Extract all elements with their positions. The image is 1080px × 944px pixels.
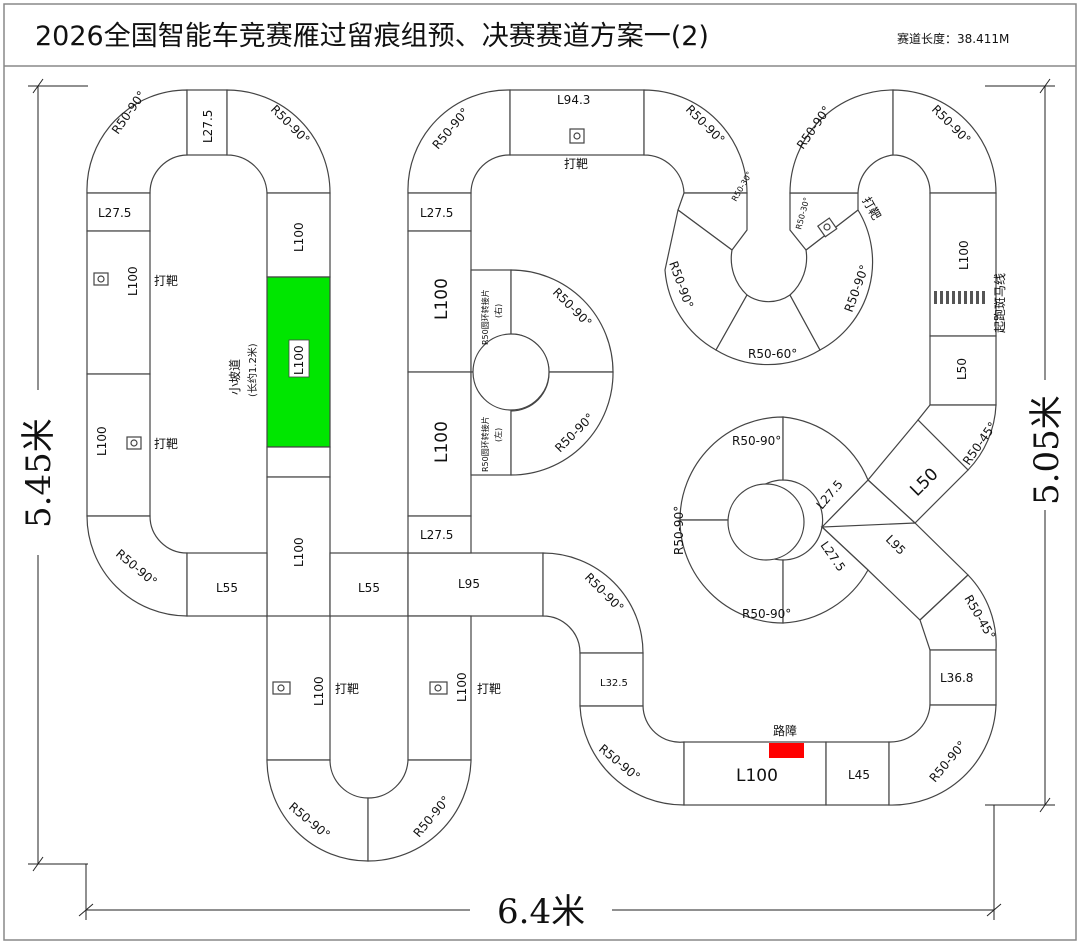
label-l100-v2: L100 [455, 672, 469, 702]
label-l100-bottom: L100 [292, 537, 306, 567]
label-l36-8: L36.8 [940, 671, 973, 685]
label-l100-top: L100 [292, 222, 306, 252]
track-piece-l100-start [929, 192, 997, 337]
dimension-height-right-label: 5.05米 [1027, 395, 1067, 505]
label-l100-b: L100 [95, 426, 109, 456]
circle-bottom [782, 525, 869, 624]
target-icon-3 [569, 128, 585, 144]
start-zebra [934, 291, 985, 304]
label-obstacle: 路障 [773, 723, 797, 738]
diagram-title: 2026全国智能车竞赛雁过留痕组预、决赛赛道方案一(2) [35, 21, 709, 52]
label-l100-v1: L100 [312, 676, 326, 706]
track-piece-rs-bottom [579, 705, 685, 806]
label-l100-start: L100 [957, 240, 971, 270]
track-piece-s-right [789, 209, 874, 351]
target-icon-2 [126, 436, 142, 450]
track-piece-l36-8 [929, 649, 997, 706]
track-length: 赛道长度：38.411M [897, 31, 1009, 46]
label-l27-5-b: L27.5 [420, 206, 453, 220]
target-icon-4 [816, 217, 838, 238]
track-piece-l27-5-b [407, 192, 472, 232]
track-piece-rs-top [542, 552, 644, 654]
track-piece-ramp-tail [266, 446, 331, 478]
track-piece-l27-5 [86, 192, 151, 232]
track-piece-tl-left [86, 89, 188, 194]
label-target-3: 打靶 [564, 157, 588, 171]
label-l55-b: L55 [358, 581, 380, 595]
track-piece-bl-corner [86, 515, 188, 617]
track-piece-l100-bottom [266, 476, 331, 618]
target-icon-6 [429, 681, 448, 695]
label-l100-ramp: L100 [292, 345, 306, 375]
track-piece-l95 [407, 552, 544, 617]
label-l100-c: L100 [432, 278, 452, 320]
track-piece-l100-a [86, 230, 151, 375]
label-l55-a: L55 [216, 581, 238, 595]
dimension-width [78, 805, 1002, 920]
label-target-5: 打靶 [335, 682, 359, 696]
ramp-label-box [288, 339, 310, 378]
label-l32-5: L32.5 [600, 678, 628, 689]
label-ring-entry-bot-sub: (左) [493, 428, 503, 442]
dimension-height-left-label: 5.45米 [19, 418, 59, 528]
track-piece-tm-right [643, 89, 748, 194]
label-ramp-sub: (长约1.2米) [246, 343, 259, 397]
track-piece-tm-straight [509, 89, 645, 156]
track-piece-tr-right [892, 89, 997, 194]
label-ring-entry-top-sub: (右) [493, 304, 503, 318]
dimension-width-label: 6.4米 [497, 892, 585, 932]
label-ramp: 小坡道 [228, 359, 242, 395]
label-ring-entry-bot: R50圆环转接片 [480, 416, 490, 472]
track-piece-tl-straight [186, 89, 228, 156]
label-l45: L45 [848, 768, 870, 782]
label-ring-entry-top: R50圆环转接片 [480, 289, 490, 345]
label-circ-bottom: R50-90° [742, 607, 791, 621]
label-l100-d: L100 [432, 421, 452, 463]
track-piece-s-small1 [677, 192, 748, 251]
label-target-1: 打靶 [154, 274, 178, 288]
label-target-6: 打靶 [477, 682, 501, 696]
label-l50-v: L50 [955, 358, 969, 380]
track-piece-l100-top [266, 192, 331, 278]
track-piece-l55-b [329, 552, 409, 617]
label-l100-low: L100 [736, 766, 778, 786]
track-piece-tr-left [789, 89, 894, 194]
label-l100-a: L100 [126, 266, 140, 296]
track-piece-l55-a [186, 552, 268, 617]
label-s-bottom: R50-60° [748, 347, 797, 361]
label-tl-straight: L27.5 [201, 110, 215, 143]
target-icon-5 [272, 681, 291, 695]
track-piece-s-bottom [715, 294, 821, 366]
label-target-2: 打靶 [154, 437, 178, 451]
circle-center [727, 483, 805, 561]
label-circ-left: R50-90° [672, 506, 686, 555]
label-circ-top: R50-90° [732, 434, 781, 448]
dimension-height-left [28, 78, 88, 872]
label-l95: L95 [458, 577, 480, 591]
ring-center [472, 333, 550, 411]
track-piece-tl-right [226, 89, 331, 194]
track-piece-bottom-left-corner [266, 759, 369, 862]
track-piece-l45 [825, 741, 890, 806]
track-piece-l27-5-c [407, 515, 472, 554]
track-piece-bottom-right-corner [367, 759, 472, 862]
label-tm-straight: L94.3 [557, 93, 590, 107]
label-l27-5: L27.5 [98, 206, 131, 220]
track-piece-l50-v [929, 335, 997, 406]
outer-border [3, 3, 1077, 941]
label-l27-5-c: L27.5 [420, 528, 453, 542]
obstacle-block [769, 743, 804, 758]
track-piece-br-corner [888, 704, 997, 806]
target-icon-1 [93, 272, 109, 286]
track-piece-tm-left [407, 89, 511, 194]
label-start: 起跑斑马线 [993, 273, 1007, 333]
dimension-height-right [985, 78, 1055, 813]
